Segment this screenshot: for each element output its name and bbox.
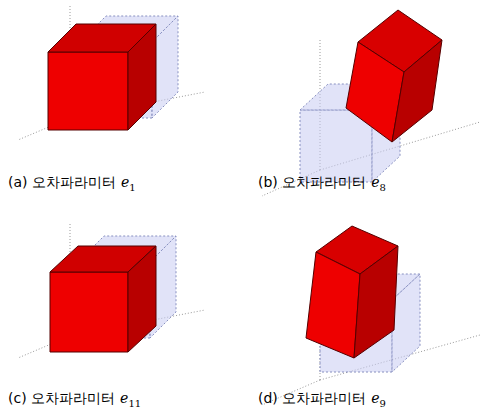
parameter-symbol: e [371, 390, 379, 406]
axes [18, 6, 480, 405]
subfigure-caption: (d) 오차파라미터 e9 [258, 390, 386, 409]
parameter-index: 8 [380, 182, 386, 193]
subfigure-caption: (a) 오차파라미터 e1 [8, 174, 136, 193]
parameter-index: 1 [129, 182, 135, 193]
subfigure-caption: (c) 오차파라미터 e11 [8, 390, 141, 409]
parameter-symbol: e [121, 174, 129, 190]
caption-text: (a) 오차파라미터 [8, 174, 116, 190]
parameter-symbol: e [120, 390, 128, 406]
caption-text: (c) 오차파라미터 [8, 390, 115, 406]
reference-cube [78, 16, 420, 372]
caption-text: (b) 오차파라미터 [258, 174, 366, 190]
parameter-index: 9 [380, 398, 386, 409]
subfigure-caption: (b) 오차파라미터 e8 [258, 174, 386, 193]
caption-text: (d) 오차파라미터 [258, 390, 366, 406]
parameter-symbol: e [371, 174, 379, 190]
parameter-index: 11 [128, 398, 141, 409]
